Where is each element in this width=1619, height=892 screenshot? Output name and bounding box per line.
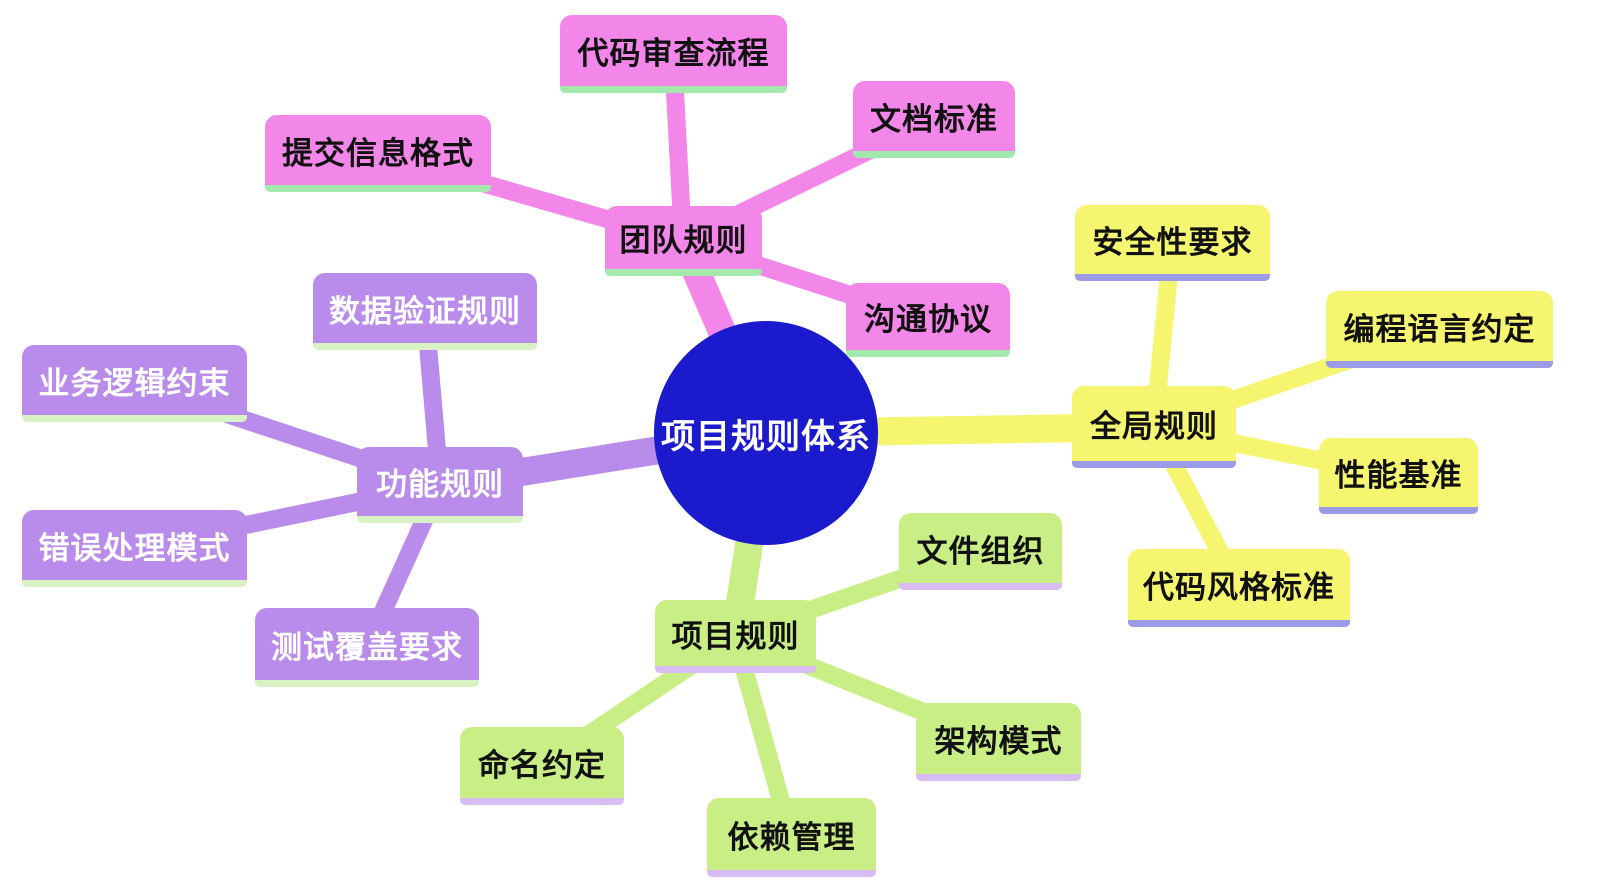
leaf-error-handling-patterns[interactable]: 错误处理模式 bbox=[22, 510, 247, 587]
branch-team-rules[interactable]: 团队规则 bbox=[605, 206, 762, 276]
center-node-project-rule-system[interactable]: 项目规则体系 bbox=[654, 321, 878, 545]
leaf-communication-protocol[interactable]: 沟通协议 bbox=[846, 283, 1010, 357]
leaf-dependency-management[interactable]: 依赖管理 bbox=[707, 798, 876, 877]
leaf-code-review-process[interactable]: 代码审查流程 bbox=[560, 15, 787, 93]
leaf-data-validation-rules[interactable]: 数据验证规则 bbox=[313, 273, 537, 350]
leaf-business-logic-constraints[interactable]: 业务逻辑约束 bbox=[22, 345, 247, 422]
branch-global-rules[interactable]: 全局规则 bbox=[1072, 386, 1236, 468]
leaf-architecture-patterns[interactable]: 架构模式 bbox=[916, 703, 1081, 781]
leaf-documentation-standards[interactable]: 文档标准 bbox=[853, 81, 1015, 158]
leaf-security-requirements[interactable]: 安全性要求 bbox=[1075, 205, 1270, 281]
leaf-naming-conventions[interactable]: 命名约定 bbox=[460, 727, 624, 805]
leaf-file-organization[interactable]: 文件组织 bbox=[899, 513, 1062, 590]
leaf-test-coverage-requirements[interactable]: 测试覆盖要求 bbox=[255, 608, 479, 687]
branch-project-rules[interactable]: 项目规则 bbox=[655, 600, 816, 673]
leaf-commit-message-format[interactable]: 提交信息格式 bbox=[265, 115, 491, 192]
leaf-programming-language-conventions[interactable]: 编程语言约定 bbox=[1326, 291, 1553, 368]
leaf-performance-benchmarks[interactable]: 性能基准 bbox=[1319, 438, 1478, 514]
branch-function-rules[interactable]: 功能规则 bbox=[357, 447, 523, 523]
leaf-code-style-standards[interactable]: 代码风格标准 bbox=[1128, 549, 1350, 627]
